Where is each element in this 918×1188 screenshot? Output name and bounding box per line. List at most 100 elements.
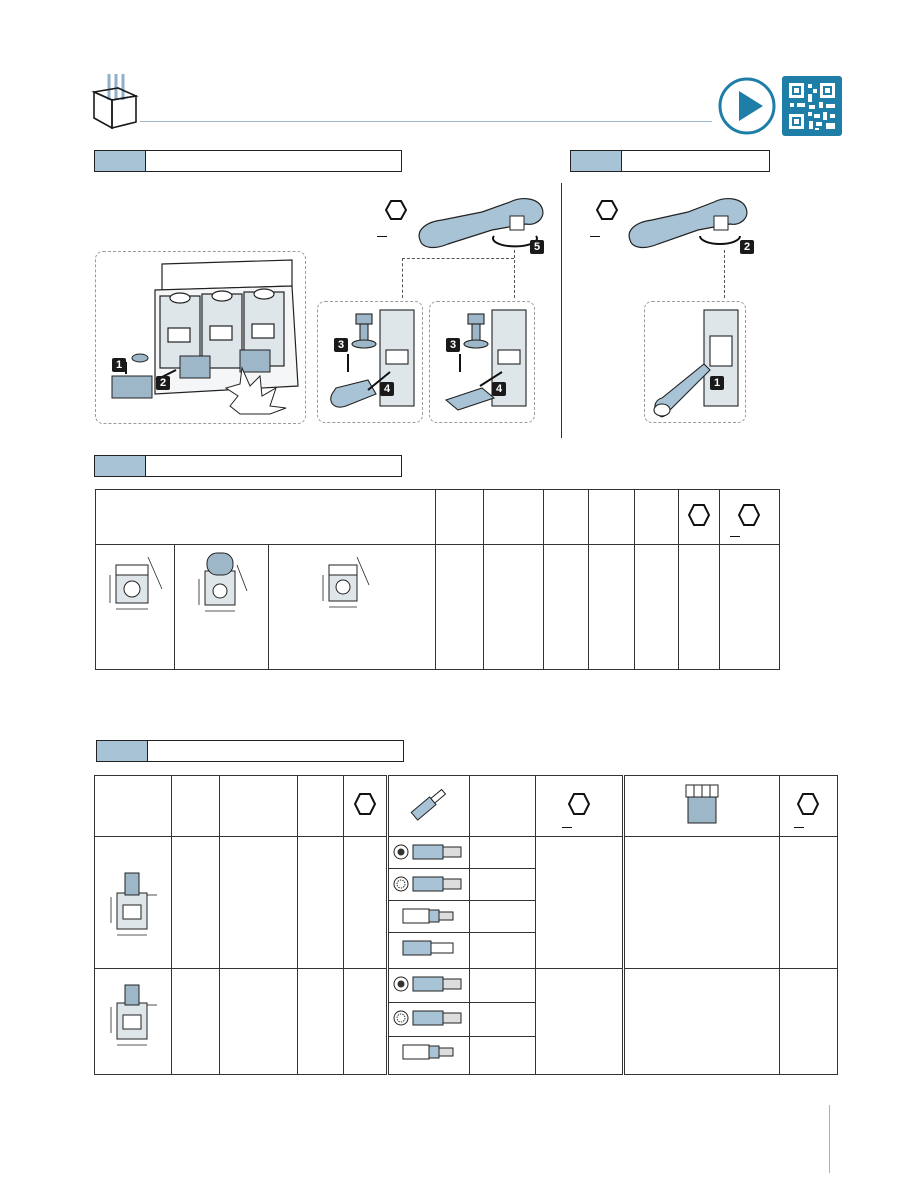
table-cell <box>95 544 175 670</box>
section-b-label <box>570 150 770 172</box>
table-cell <box>534 836 625 969</box>
step-2-marker: 2 <box>156 376 170 390</box>
table-cell <box>296 968 345 1075</box>
page-margin-line <box>829 1105 830 1173</box>
hex-socket-icon <box>384 199 408 226</box>
busbar-frame <box>429 301 535 423</box>
step-2-marker-section-b: 2 <box>740 240 754 254</box>
leader-line-v2 <box>514 250 516 298</box>
table-cell <box>468 968 536 1075</box>
table-cell <box>219 968 298 1075</box>
table-cell <box>268 544 436 670</box>
hex-socket-icon-b <box>595 199 619 226</box>
table-header-cell <box>95 489 436 545</box>
label-tag <box>95 456 146 476</box>
section-divider <box>561 183 562 438</box>
table-cell <box>778 836 839 969</box>
hex-socket-icon <box>353 792 376 815</box>
cable-type-row <box>388 969 469 1003</box>
cable-lug-illustration: 3 4 <box>322 306 418 418</box>
table-cell <box>219 836 298 969</box>
table-cell <box>94 968 172 1075</box>
table-header-cell <box>633 489 679 545</box>
fine-stranded-cable-icon <box>393 1010 462 1026</box>
step-3-marker: 3 <box>334 338 348 352</box>
hex-socket-icon <box>738 503 761 526</box>
size-underline-b <box>590 236 600 237</box>
clamp-terminal-illustration-2 <box>110 984 157 1046</box>
table-cell <box>468 836 536 969</box>
cable-ferrule-icon <box>410 788 446 821</box>
cable-type-row <box>388 1003 469 1037</box>
header-icon <box>90 70 140 130</box>
table-cell <box>718 544 781 670</box>
busbar-illustration: 3 4 <box>434 306 530 418</box>
section-d-label <box>96 740 404 762</box>
table-header-cell <box>296 775 345 837</box>
table-header-cell <box>483 489 545 545</box>
table-cell <box>343 836 388 969</box>
clamp-terminal-illustration <box>110 872 157 936</box>
step-4-marker: 4 <box>380 382 394 396</box>
hex-socket-icon-cell-3 <box>778 775 839 837</box>
table-header-cell <box>468 775 536 837</box>
ferrule-header <box>385 775 470 837</box>
table-cell <box>343 968 388 1075</box>
qr-code-icon <box>789 83 835 130</box>
step-4-marker-b: 4 <box>492 382 506 396</box>
label-tag <box>97 741 148 761</box>
table-header-cell <box>170 775 221 837</box>
cover-illustration: 1 <box>648 306 742 418</box>
cable-type-row <box>388 837 469 869</box>
ferrule-cell <box>385 968 470 1075</box>
hex-socket-icon <box>687 503 710 526</box>
hex-socket-icon-cell-2 <box>534 775 625 837</box>
hex-socket-icon <box>797 792 820 815</box>
ferrule-cable-icon <box>402 908 454 924</box>
terminal-table <box>95 489 781 670</box>
ratchet-wrench-icon-b <box>622 190 752 260</box>
section-a-label <box>94 150 402 172</box>
box-terminal-illustration-2 <box>322 556 370 608</box>
section-c-label <box>94 455 402 477</box>
table-cell <box>588 544 635 670</box>
cable-lug-frame <box>317 301 423 423</box>
table-cell <box>434 544 485 670</box>
qr-code[interactable] <box>782 76 842 136</box>
ferrule-cell <box>385 836 470 969</box>
play-icon <box>718 77 776 135</box>
play-button[interactable] <box>717 76 777 136</box>
ferrule-cable-icon <box>402 1044 454 1060</box>
table-cell <box>543 544 590 670</box>
label-tag <box>95 151 146 171</box>
step-1-marker: 1 <box>112 358 126 372</box>
hex-socket-icon-cell <box>677 489 720 545</box>
table-cell <box>534 968 625 1075</box>
table-header-cell <box>94 775 172 837</box>
table-cell <box>170 836 221 969</box>
table-cell <box>483 544 545 670</box>
cable-type-row <box>388 869 469 901</box>
table-cell <box>170 968 221 1075</box>
step-1-marker-section-b: 1 <box>710 376 724 390</box>
cable-table <box>94 775 839 1075</box>
cable-type-row <box>389 1037 469 1070</box>
leader-line-v <box>402 258 404 298</box>
stranded-cable-icon <box>393 976 462 992</box>
table-cell <box>296 836 345 969</box>
cover-frame <box>644 301 746 423</box>
leader-line <box>402 258 514 260</box>
leader-line-b <box>724 250 726 298</box>
solid-cable-icon <box>402 940 454 956</box>
table-cell <box>94 836 172 969</box>
hex-socket-icon-cell-2 <box>718 489 781 545</box>
table-header-cell <box>543 489 590 545</box>
fine-stranded-cable-icon <box>393 876 462 892</box>
cover-header <box>622 775 780 837</box>
round-terminal-illustration <box>198 552 248 612</box>
table-cell <box>622 836 780 969</box>
hex-socket-icon-cell <box>343 775 388 837</box>
size-underline <box>377 236 387 237</box>
label-tag <box>571 151 622 171</box>
breaker-illustration: 1 2 <box>100 256 300 416</box>
